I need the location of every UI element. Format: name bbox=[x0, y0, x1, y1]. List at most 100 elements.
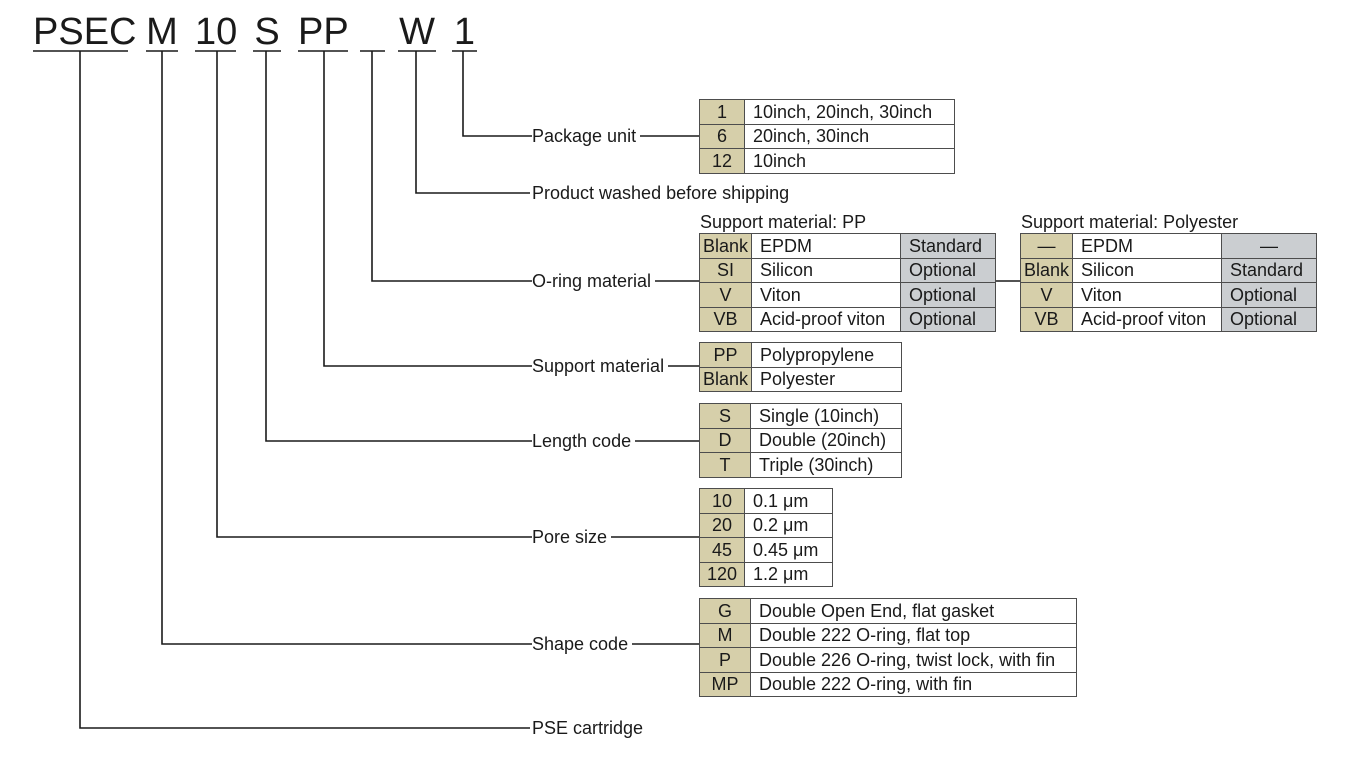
table-row: M Double 222 O-ring, flat top bbox=[699, 622, 1077, 648]
table-row: 12 10inch bbox=[699, 148, 955, 174]
code-cell: Blank bbox=[698, 233, 753, 259]
support-material-table: PP Polypropylene Blank Polyester bbox=[698, 342, 902, 392]
oring-polyester-caption: Support material: Polyester bbox=[1021, 212, 1239, 232]
desc-cell: EPDM bbox=[751, 233, 901, 259]
code-prefix: PSEC bbox=[33, 11, 137, 53]
table-row: VB Acid-proof viton Optional bbox=[698, 306, 996, 332]
status-cell: Optional bbox=[900, 306, 996, 332]
table-row: 10 0.1 μm bbox=[699, 488, 833, 514]
desc-cell: Double (20inch) bbox=[750, 427, 902, 453]
label-washed: Product washed before shipping bbox=[532, 182, 790, 204]
table-row: G Double Open End, flat gasket bbox=[699, 598, 1077, 624]
code-cell: PP bbox=[698, 342, 753, 368]
oring-polyester-table: — EPDM — Blank Silicon Standard V Viton … bbox=[1019, 233, 1317, 332]
table-row: Blank Polyester bbox=[698, 366, 902, 392]
status-cell: Standard bbox=[900, 233, 996, 259]
table-row: V Viton Optional bbox=[698, 282, 996, 308]
label-length-code: Length code bbox=[532, 430, 636, 452]
desc-cell: Double 222 O-ring, with fin bbox=[750, 671, 1077, 697]
shape-code-table: G Double Open End, flat gasket M Double … bbox=[699, 598, 1077, 697]
code-cell: V bbox=[698, 282, 753, 308]
oring-pp-table: Blank EPDM Standard SI Silicon Optional … bbox=[698, 233, 996, 332]
code-cell: T bbox=[699, 452, 751, 478]
code-cell: M bbox=[699, 622, 751, 648]
desc-cell: Double 222 O-ring, flat top bbox=[750, 622, 1077, 648]
code-cell: P bbox=[699, 647, 751, 673]
desc-cell: 20inch, 30inch bbox=[744, 123, 955, 149]
desc-cell: Silicon bbox=[751, 257, 901, 283]
desc-cell: 0.2 μm bbox=[744, 512, 833, 538]
desc-cell: Single (10inch) bbox=[750, 403, 902, 429]
desc-cell: Polypropylene bbox=[751, 342, 902, 368]
code-cell: 120 bbox=[699, 561, 745, 587]
table-row: SI Silicon Optional bbox=[698, 257, 996, 283]
status-cell: Optional bbox=[900, 257, 996, 283]
package-unit-table: 1 10inch, 20inch, 30inch 6 20inch, 30inc… bbox=[699, 99, 955, 174]
table-row: PP Polypropylene bbox=[698, 342, 902, 368]
code-support: PP bbox=[298, 11, 349, 53]
table-row: — EPDM — bbox=[1019, 233, 1317, 259]
code-cell: — bbox=[1019, 233, 1074, 259]
desc-cell: Polyester bbox=[751, 366, 902, 392]
code-cell: SI bbox=[698, 257, 753, 283]
label-oring-material: O-ring material bbox=[532, 270, 656, 292]
desc-cell: Viton bbox=[1072, 282, 1222, 308]
desc-cell: Acid-proof viton bbox=[1072, 306, 1222, 332]
code-length: S bbox=[254, 11, 280, 53]
oring-pp-caption: Support material: PP bbox=[700, 212, 867, 232]
code-cell: 1 bbox=[699, 99, 745, 125]
table-row: S Single (10inch) bbox=[699, 403, 902, 429]
table-row: 6 20inch, 30inch bbox=[699, 123, 955, 149]
desc-cell: 0.1 μm bbox=[744, 488, 833, 514]
table-row: D Double (20inch) bbox=[699, 427, 902, 453]
desc-cell: Double 226 O-ring, twist lock, with fin bbox=[750, 647, 1077, 673]
desc-cell: 1.2 μm bbox=[744, 561, 833, 587]
status-cell: Standard bbox=[1221, 257, 1317, 283]
length-code-table: S Single (10inch) D Double (20inch) T Tr… bbox=[699, 403, 902, 478]
code-shape: M bbox=[146, 11, 178, 53]
table-row: Blank EPDM Standard bbox=[698, 233, 996, 259]
code-washed: W bbox=[399, 11, 435, 53]
pore-size-table: 10 0.1 μm 20 0.2 μm 45 0.45 μm 120 1.2 μ… bbox=[699, 488, 833, 587]
label-pore-size: Pore size bbox=[532, 526, 612, 548]
table-row: 1 10inch, 20inch, 30inch bbox=[699, 99, 955, 125]
code-cell: VB bbox=[698, 306, 753, 332]
code-cell: 10 bbox=[699, 488, 745, 514]
table-row: 20 0.2 μm bbox=[699, 512, 833, 538]
table-row: V Viton Optional bbox=[1019, 282, 1317, 308]
code-pore: 10 bbox=[195, 11, 238, 53]
code-cell: VB bbox=[1019, 306, 1074, 332]
code-cell: 20 bbox=[699, 512, 745, 538]
table-row: 45 0.45 μm bbox=[699, 537, 833, 563]
code-cell: V bbox=[1019, 282, 1074, 308]
table-row: T Triple (30inch) bbox=[699, 452, 902, 478]
desc-cell: Silicon bbox=[1072, 257, 1222, 283]
code-cell: MP bbox=[699, 671, 751, 697]
code-package: 1 bbox=[453, 11, 476, 53]
table-row: Blank Silicon Standard bbox=[1019, 257, 1317, 283]
code-cell: S bbox=[699, 403, 751, 429]
desc-cell: 10inch, 20inch, 30inch bbox=[744, 99, 955, 125]
code-cell: Blank bbox=[1019, 257, 1074, 283]
code-cell: Blank bbox=[698, 366, 753, 392]
code-cell: G bbox=[699, 598, 751, 624]
label-package-unit: Package unit bbox=[532, 125, 641, 147]
code-cell: D bbox=[699, 427, 751, 453]
label-shape-code: Shape code bbox=[532, 633, 633, 655]
table-row: VB Acid-proof viton Optional bbox=[1019, 306, 1317, 332]
desc-cell: 10inch bbox=[744, 148, 955, 174]
status-cell: — bbox=[1221, 233, 1317, 259]
code-cell: 6 bbox=[699, 123, 745, 149]
table-row: MP Double 222 O-ring, with fin bbox=[699, 671, 1077, 697]
desc-cell: Viton bbox=[751, 282, 901, 308]
status-cell: Optional bbox=[1221, 282, 1317, 308]
code-cell: 45 bbox=[699, 537, 745, 563]
desc-cell: Triple (30inch) bbox=[750, 452, 902, 478]
desc-cell: Double Open End, flat gasket bbox=[750, 598, 1077, 624]
desc-cell: EPDM bbox=[1072, 233, 1222, 259]
desc-cell: 0.45 μm bbox=[744, 537, 833, 563]
label-pse-cartridge: PSE cartridge bbox=[532, 717, 644, 739]
code-cell: 12 bbox=[699, 148, 745, 174]
status-cell: Optional bbox=[1221, 306, 1317, 332]
